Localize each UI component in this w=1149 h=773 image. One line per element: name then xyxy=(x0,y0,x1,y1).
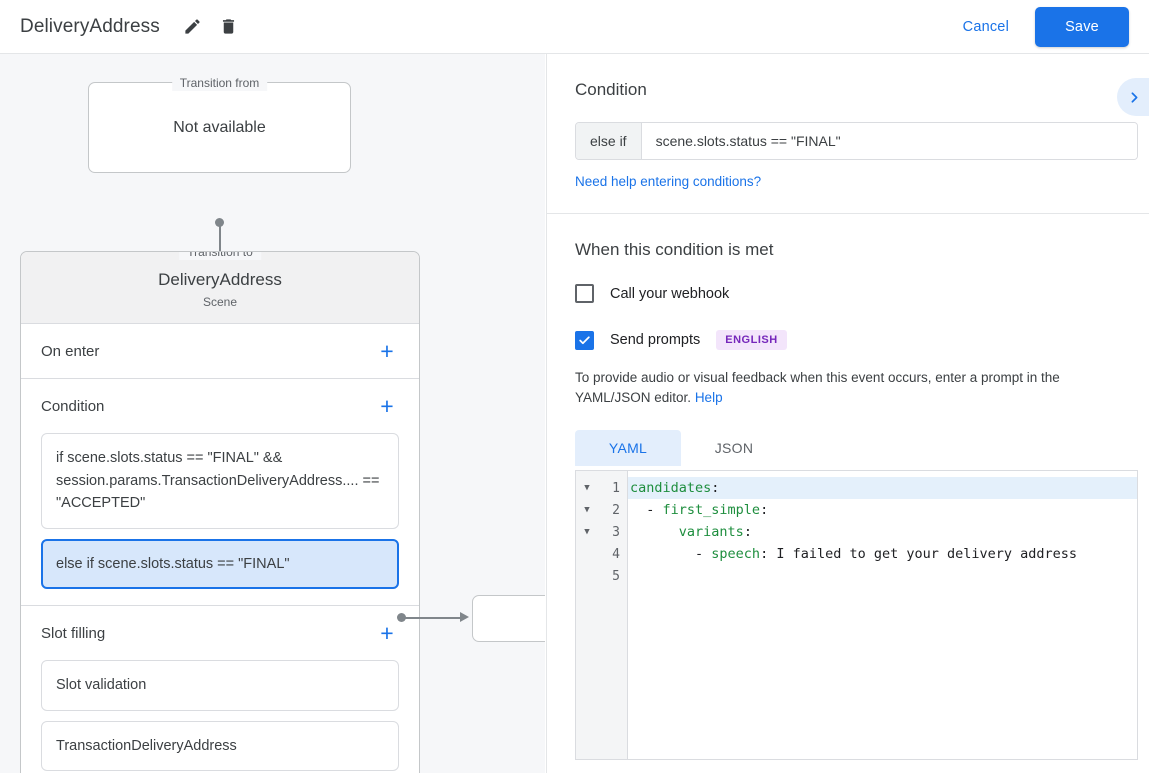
editor-line-number: 5 xyxy=(612,568,620,584)
editor-code-line[interactable]: variants: xyxy=(628,521,1137,543)
slot-filling-item[interactable]: Slot validation xyxy=(41,660,399,711)
call-webhook-label: Call your webhook xyxy=(610,285,730,302)
connector-line xyxy=(219,222,221,264)
scene-name: DeliveryAddress xyxy=(158,270,282,289)
editor-code-area[interactable]: candidates: - first_simple: variants: - … xyxy=(628,471,1137,759)
section-label-on-enter: On enter xyxy=(41,342,100,360)
condition-prefix-label: else if xyxy=(576,123,642,159)
save-button[interactable]: Save xyxy=(1035,6,1129,47)
section-slot-filling: Slot filling + Slot validation Transacti… xyxy=(21,606,419,773)
code-token: variants xyxy=(678,524,744,540)
code-token: : xyxy=(743,524,752,540)
scene-type: Scene xyxy=(202,295,238,309)
code-token: : xyxy=(711,480,720,496)
flow-canvas[interactable]: Transition from Not available Transition… xyxy=(0,54,545,773)
pencil-icon-glyph xyxy=(185,19,200,34)
editor-code-line[interactable]: - speech: I failed to get your delivery … xyxy=(628,543,1137,565)
slot-filling-item[interactable]: TransactionDeliveryAddress xyxy=(41,720,399,771)
send-prompts-row[interactable]: Send prompts ENGLISH xyxy=(575,330,1121,350)
condition-expression-input[interactable] xyxy=(641,123,1137,159)
transition-from-value: Not available xyxy=(173,118,266,136)
details-panel: Condition else if Need help entering con… xyxy=(546,54,1149,773)
editor-line-number: 3 xyxy=(612,524,620,540)
editor-code-line[interactable]: candidates: xyxy=(628,477,1137,499)
top-bar: DeliveryAddress Cancel Save xyxy=(0,0,1149,54)
code-token: - xyxy=(630,502,663,518)
cancel-button[interactable]: Cancel xyxy=(949,10,1023,44)
section-on-enter: On enter + xyxy=(21,324,419,379)
condition-item[interactable]: if scene.slots.status == "FINAL" && sess… xyxy=(41,433,399,529)
condition-edge-arrowhead xyxy=(460,612,469,622)
code-token: candidates xyxy=(630,480,712,496)
fold-toggle-icon[interactable]: ▼ xyxy=(584,527,590,537)
panel-condition-section: Condition else if Need help entering con… xyxy=(547,54,1149,214)
description-text: To provide audio or visual feedback when… xyxy=(575,370,1060,405)
send-prompts-checkbox[interactable] xyxy=(575,330,594,350)
section-header-slot-filling: Slot filling + xyxy=(41,606,399,660)
section-header-condition: Condition + xyxy=(41,379,399,433)
condition-edge-line xyxy=(405,617,463,619)
editor-gutter-line: ▼3 xyxy=(576,521,627,543)
code-token xyxy=(630,524,679,540)
prompts-help-link[interactable]: Help xyxy=(694,390,723,405)
condition-item-selected[interactable]: else if scene.slots.status == "FINAL" xyxy=(41,538,399,589)
code-token: - xyxy=(630,546,712,562)
panel-when-met-section: When this condition is met Call your web… xyxy=(547,214,1149,773)
language-badge: ENGLISH xyxy=(716,330,787,350)
transition-to-legend: Transition to xyxy=(179,252,261,260)
editor-code-line[interactable]: - first_simple: xyxy=(628,499,1137,521)
code-token: speech xyxy=(711,546,761,562)
transition-to-card[interactable]: Transition to DeliveryAddress Scene On e… xyxy=(20,251,420,773)
condition-input-row[interactable]: else if xyxy=(575,122,1138,160)
editor-code-line[interactable] xyxy=(628,565,1137,587)
fold-toggle-icon[interactable]: ▼ xyxy=(584,505,590,515)
editor-line-number: 4 xyxy=(612,546,620,562)
section-label-condition: Condition xyxy=(41,397,105,415)
scene-header: DeliveryAddress Scene xyxy=(21,252,419,324)
editor-gutter-line: 4 xyxy=(576,543,627,565)
when-met-heading: When this condition is met xyxy=(575,240,774,259)
check-icon xyxy=(579,335,590,344)
section-header-on-enter: On enter + xyxy=(41,324,399,378)
section-condition: Condition + if scene.slots.status == "FI… xyxy=(21,379,419,606)
webhook-row[interactable]: Call your webhook xyxy=(575,284,1121,303)
pencil-icon[interactable] xyxy=(178,12,208,42)
tab-json[interactable]: JSON xyxy=(681,430,787,466)
transition-from-box[interactable]: Transition from Not available xyxy=(88,75,351,173)
page-title: DeliveryAddress xyxy=(20,15,160,37)
chevron-right-icon[interactable] xyxy=(1117,78,1149,116)
code-token: first_simple xyxy=(662,502,761,518)
add-slot-filling-button[interactable]: + xyxy=(380,619,394,646)
editor-line-number: 2 xyxy=(612,502,620,518)
fold-toggle-icon[interactable]: ▼ xyxy=(584,483,590,493)
editor-gutter-line: 5 xyxy=(576,565,627,587)
send-prompts-description: To provide audio or visual feedback when… xyxy=(575,368,1121,408)
send-prompts-label: Send prompts xyxy=(610,332,701,348)
editor-gutter-line: ▼2 xyxy=(576,499,627,521)
add-on-enter-button[interactable]: + xyxy=(380,337,394,364)
editor-format-tabs: YAML JSON xyxy=(575,430,1121,466)
transition-from-legend: Transition from xyxy=(171,75,268,91)
editor-gutter-line: ▼1 xyxy=(576,477,627,499)
target-node-stub[interactable] xyxy=(472,595,545,642)
add-condition-button[interactable]: + xyxy=(380,392,394,419)
call-webhook-checkbox[interactable] xyxy=(575,284,594,303)
code-token: : I failed to get your delivery address xyxy=(760,546,1078,562)
code-token: : xyxy=(760,502,769,518)
tab-yaml[interactable]: YAML xyxy=(575,430,681,466)
trash-icon-glyph xyxy=(223,19,235,34)
section-label-slot-filling: Slot filling xyxy=(41,624,106,642)
panel-condition-heading: Condition xyxy=(575,80,647,99)
condition-output-dot xyxy=(397,613,406,622)
condition-help-link[interactable]: Need help entering conditions? xyxy=(575,174,762,189)
trash-icon[interactable] xyxy=(214,12,244,42)
chevron-right-icon-glyph xyxy=(1131,91,1137,103)
editor-line-number: 1 xyxy=(612,480,620,496)
